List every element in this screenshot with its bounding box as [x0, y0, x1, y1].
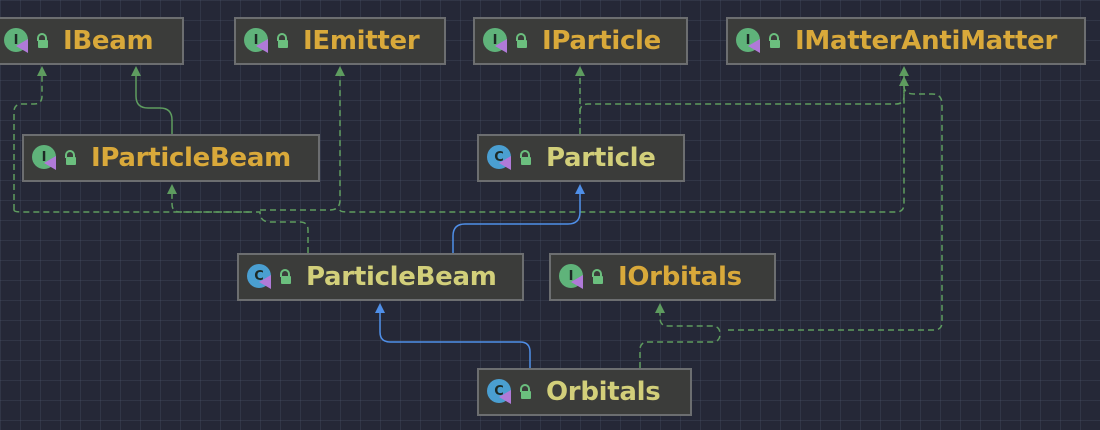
public-lock-icon — [514, 33, 528, 49]
abstract-flag-icon — [16, 39, 28, 53]
interface-icon: I — [483, 28, 509, 54]
interface-icon: I — [32, 145, 58, 171]
public-lock-icon — [518, 384, 532, 400]
abstract-flag-icon — [571, 275, 583, 289]
edge-arrowhead — [575, 66, 585, 76]
interface-icon: I — [244, 28, 270, 54]
abstract-flag-icon — [256, 39, 268, 53]
edge-particle-to-imatterantimatter — [579, 76, 905, 113]
node-label: IMatterAntiMatter — [795, 26, 1058, 56]
node-label: IOrbitals — [618, 262, 742, 292]
public-lock-icon — [590, 269, 604, 285]
interface-icon: I — [736, 28, 762, 54]
edge-arrowhead — [899, 76, 909, 86]
node-iorbitals[interactable]: I IOrbitals — [549, 253, 776, 301]
public-lock-icon — [35, 33, 49, 49]
edge-orbitals-to-iorbitals — [639, 313, 721, 368]
edge-arrowhead — [655, 303, 665, 313]
node-label: IParticle — [542, 26, 661, 56]
abstract-flag-icon — [259, 275, 271, 289]
node-label: Particle — [546, 143, 656, 173]
edge-orbitals-to-particlebeam — [379, 313, 531, 368]
abstract-flag-icon — [44, 156, 56, 170]
edge-arrowhead — [335, 66, 345, 76]
abstract-flag-icon — [748, 39, 760, 53]
node-orbitals[interactable]: C Orbitals — [477, 368, 692, 416]
edge-arrowhead — [575, 184, 585, 194]
class-icon: C — [487, 145, 513, 171]
abstract-flag-icon — [499, 156, 511, 170]
edge-particlebeam-to-iparticlebeam — [171, 194, 309, 253]
edge-arrowhead — [131, 66, 141, 76]
node-iparticlebeam[interactable]: I IParticleBeam — [22, 134, 320, 182]
public-lock-icon — [275, 33, 289, 49]
node-particlebeam[interactable]: C ParticleBeam — [237, 253, 524, 301]
node-particle[interactable]: C Particle — [477, 134, 685, 182]
edge-particlebeam-to-particle — [452, 194, 581, 253]
public-lock-icon — [278, 269, 292, 285]
class-icon: C — [487, 379, 513, 405]
public-lock-icon — [518, 150, 532, 166]
node-ibeam[interactable]: I IBeam — [0, 17, 184, 65]
edge-arrowhead — [375, 303, 385, 313]
class-icon: C — [247, 264, 273, 290]
abstract-flag-icon — [495, 39, 507, 53]
public-lock-icon — [63, 150, 77, 166]
public-lock-icon — [767, 33, 781, 49]
edge-iparticlebeam-to-ibeam — [135, 76, 173, 134]
node-iparticle[interactable]: I IParticle — [473, 17, 688, 65]
abstract-flag-icon — [499, 390, 511, 404]
interface-icon: I — [4, 28, 30, 54]
edge-arrowhead — [167, 184, 177, 194]
node-label: IBeam — [63, 26, 154, 56]
interface-icon: I — [559, 264, 585, 290]
edge-arrowhead — [37, 66, 47, 76]
node-label: Orbitals — [546, 377, 661, 407]
node-label: ParticleBeam — [306, 262, 497, 292]
node-imatterantimatter[interactable]: I IMatterAntiMatter — [726, 17, 1086, 65]
node-iemitter[interactable]: I IEmitter — [234, 17, 446, 65]
node-label: IEmitter — [303, 26, 420, 56]
edge-arrowhead — [899, 66, 909, 76]
node-label: IParticleBeam — [91, 143, 291, 173]
